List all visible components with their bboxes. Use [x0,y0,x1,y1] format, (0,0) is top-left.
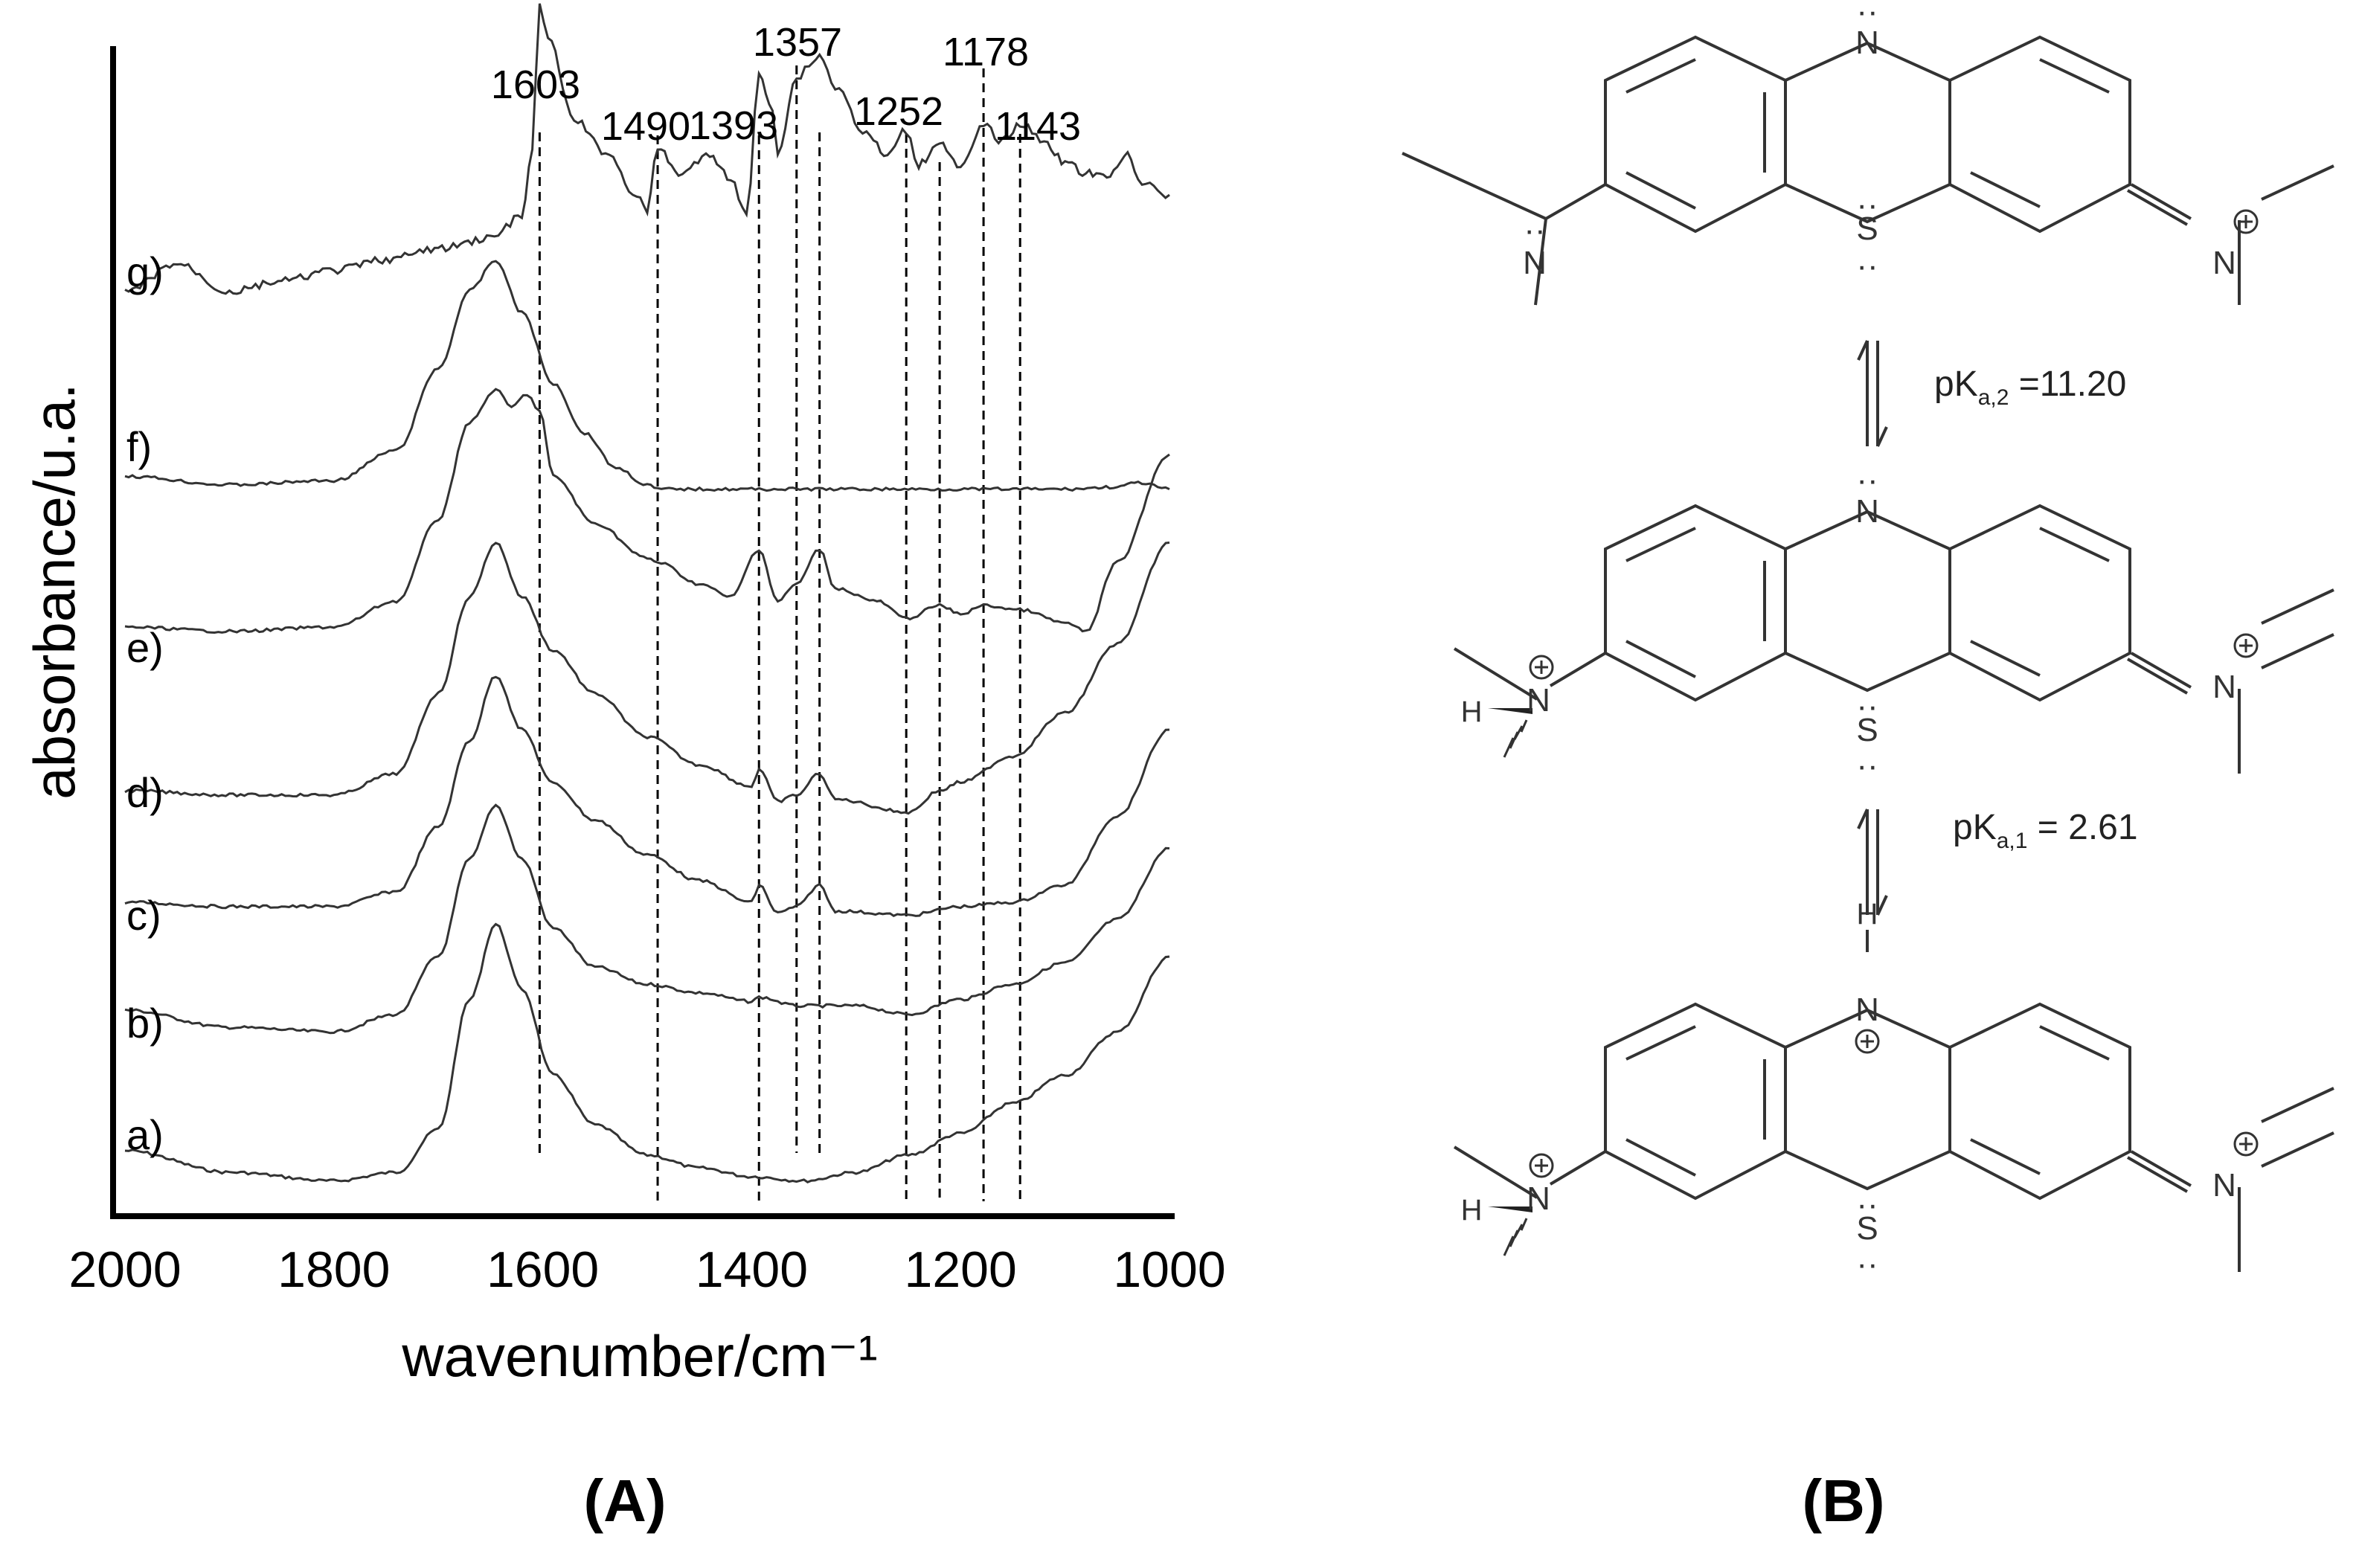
structure-monoprotonated: N ·· S ·· ·· N H N [1453,462,2335,784]
n-atom-label: N [1855,493,1879,530]
plus-charge-icon [1861,1035,1874,1048]
x-tick-2000: 2000 [68,1241,181,1298]
spectrum-line-f [124,260,1170,492]
n-atom-label: N [1527,682,1550,719]
peak-label-1178: 1178 [943,30,1029,74]
x-tick-1800: 1800 [277,1241,390,1298]
spectrum-line-c [124,675,1170,918]
equilibrium-arrows [1857,340,1888,447]
spectrum-line-a [124,922,1170,1183]
n-atom-label: N [1527,1180,1550,1217]
plus-charge-icon [2239,215,2253,228]
peak-label-1393: 1393 [689,103,778,148]
spectrum-line-e [124,388,1170,634]
panel-a-label: (A) [583,1468,666,1534]
peak-label-1603: 1603 [491,62,580,107]
spectrum-line-b [124,803,1170,1035]
spectra-series [124,3,1170,1183]
h-atom-label: H [1857,898,1878,931]
x-tick-1600: 1600 [487,1241,599,1298]
x-tick-1200: 1200 [905,1241,1017,1298]
spectrum-line-g [124,3,1170,295]
n-atom-label: N [2212,1167,2236,1204]
n-atom-label: N [1855,25,1879,61]
series-label-b: b) [126,1000,164,1047]
spectrum-line-d [124,542,1170,815]
ir-spectra-chart: a)b)c)d)e)f)g) 1603149013931357125211781… [22,3,1226,1389]
lone-pair-dots: ·· [1856,748,1878,784]
h-atom-label: H [1461,1194,1483,1227]
lone-pair-dots: ·· [1856,0,1878,30]
plus-charge-icon [1855,1029,1880,1054]
peak-label-1143: 1143 [995,104,1081,149]
peak-label-1490: 1490 [601,104,690,149]
plus-charge-icon [1535,1159,1548,1172]
n-atom-label: N [1523,245,1547,281]
h-atom-label: H [1461,695,1483,728]
methylene-blue-scheme: N ·· S ·· ·· N ·· N pKa,2 =11.20 [1402,0,2335,1282]
equilibrium-arrows [1857,809,1888,916]
plus-charge-icon [2233,1131,2259,1157]
peak-label-1357: 1357 [753,20,842,65]
n-atom-label: N [1855,992,1879,1028]
peak-label-1252: 1252 [854,89,943,134]
plus-charge-icon [1529,1153,1554,1178]
n-atom-label: N [2212,245,2236,281]
series-label-g: g) [126,248,164,295]
series-labels: a) b) c) d) e) f) g) [126,248,164,1158]
plus-charge-icon [2239,1137,2253,1151]
peak-guide-lines [538,65,1021,1201]
lone-pair-dots: ·· [1856,1246,1878,1282]
y-axis-title: absorbance/u.a. [22,383,87,799]
x-axis-title: wavenumber/cm⁻¹ [401,1323,877,1389]
s-atom-label: S [1856,1210,1878,1247]
lone-pair-dots: ·· [1524,212,1545,248]
series-label-c: c) [126,892,161,939]
plus-charge-icon [2233,209,2259,234]
x-tick-1000: 1000 [1113,1241,1225,1298]
s-atom-label: S [1856,211,1878,247]
series-label-d: d) [126,769,164,816]
structure-methylene-blue: N ·· S ·· ·· N ·· N [1402,0,2335,306]
series-label-e: e) [126,624,164,671]
panel-b-label: (B) [1802,1468,1884,1534]
structure-diprotonated: N H S ·· ·· N H N [1453,898,2335,1282]
n-atom-label: N [2212,669,2236,705]
pka2-label: pKa,2 =11.20 [1934,364,2126,410]
plus-charge-icon [1529,655,1554,680]
lone-pair-dots: ·· [1856,187,1878,223]
series-label-a: a) [126,1111,164,1158]
series-label-f: f) [126,423,152,470]
plus-charge-icon [2233,633,2259,658]
x-tick-1400: 1400 [696,1241,808,1298]
lone-pair-dots: ·· [1856,688,1878,724]
plus-charge-icon [2239,639,2253,652]
pka1-label: pKa,1 = 2.61 [1953,808,2138,853]
lone-pair-dots: ·· [1856,1186,1878,1223]
lone-pair-dots: ·· [1856,462,1878,498]
lone-pair-dots: ·· [1856,248,1878,284]
s-atom-label: S [1856,712,1878,748]
x-tick-labels: 2000 1800 1600 1400 1200 1000 [68,1241,1225,1298]
plus-charge-icon [1535,661,1548,674]
